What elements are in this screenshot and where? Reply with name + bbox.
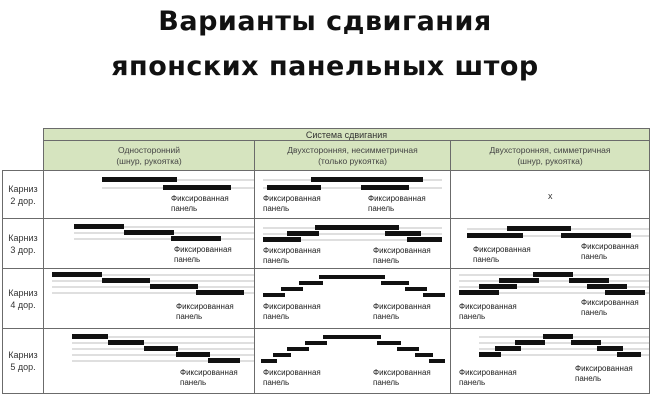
row-label-line-2: 4 дор. xyxy=(10,299,36,310)
fixed-panel-label: панель xyxy=(263,256,289,265)
table-corner xyxy=(2,128,44,171)
fixed-panel-label: панель xyxy=(263,312,289,321)
column-header-subtitle: (шнур, рукоятка) xyxy=(116,155,182,166)
panel-diagram: Фиксированная панель Фиксированная панел… xyxy=(263,275,445,321)
column-header-subtitle: (только рукоятка) xyxy=(318,155,387,166)
page-title-line-1: Варианты сдвигания xyxy=(158,6,492,37)
fixed-panel-label: Фиксированная xyxy=(459,368,517,377)
sliding-systems-table: Система сдвигания Односторонний (шнур, р… xyxy=(2,128,650,394)
fixed-panel-label: панель xyxy=(180,378,206,387)
row-label-5-tracks: Карниз 5 дор. xyxy=(2,328,44,394)
panel-diagram: Фиксированная панель Фиксированная панел… xyxy=(261,335,445,387)
diagram-5-tracks-one-sided: Фиксированная панель xyxy=(43,328,255,394)
panel-diagram: Фиксированная панель Фиксированная панел… xyxy=(263,225,442,265)
not-available-mark: х xyxy=(548,191,553,201)
fixed-panel-label: Фиксированная xyxy=(263,246,321,255)
fixed-panel-label: панель xyxy=(174,255,200,264)
fixed-panel-label: панель xyxy=(581,252,607,261)
diagram-3-tracks-two-sided-symmetric: Фиксированная панель Фиксированная панел… xyxy=(450,218,650,269)
row-label-line-2: 5 дор. xyxy=(10,362,36,372)
fixed-panel-label: панель xyxy=(171,204,197,213)
group-header: Система сдвигания xyxy=(43,128,650,141)
panel-diagram: х xyxy=(548,191,553,201)
fixed-panel-label: панель xyxy=(459,312,485,321)
row-label-line-2: 2 дор. xyxy=(10,195,36,206)
fixed-panel-label: Фиксированная xyxy=(180,368,238,377)
row-label-line-1: Карниз xyxy=(8,287,38,298)
panel-diagram: Фиксированная панель xyxy=(52,272,254,321)
fixed-panel-label: панель xyxy=(176,312,202,321)
row-label-line-1: Карниз xyxy=(8,350,38,360)
fixed-panel-label: панель xyxy=(575,374,601,383)
page-title-line-2: японских панельных штор xyxy=(111,51,539,82)
column-header-two-sided-asymmetric: Двухсторонняя, несимметричная (только ру… xyxy=(254,140,451,171)
fixed-panel-label: панель xyxy=(263,204,289,213)
fixed-panel-label: Фиксированная xyxy=(373,302,431,311)
row-label-2-tracks: Карниз 2 дор. xyxy=(2,170,44,219)
fixed-panel-label: панель xyxy=(263,378,289,387)
column-header-title: Двухсторонняя, симметричная xyxy=(489,144,611,155)
fixed-panel-label: Фиксированная xyxy=(368,194,426,203)
diagram-3-tracks-one-sided: Фиксированная панель xyxy=(43,218,255,269)
panel-diagram: Фиксированная панель Фиксированная панел… xyxy=(263,177,442,213)
fixed-panel-label: Фиксированная xyxy=(174,245,232,254)
panel-diagram: Фиксированная панель Фиксированная панел… xyxy=(467,226,649,264)
fixed-panel-label: Фиксированная xyxy=(575,364,633,373)
diagram-3-tracks-two-sided-asymmetric: Фиксированная панель Фиксированная панел… xyxy=(254,218,451,269)
fixed-panel-label: панель xyxy=(581,308,607,317)
panel-diagram: Фиксированная панель xyxy=(102,177,254,213)
fixed-panel-label: Фиксированная xyxy=(263,368,321,377)
fixed-panel-label: Фиксированная xyxy=(176,302,234,311)
fixed-panel-label: панель xyxy=(373,312,399,321)
fixed-panel-label: Фиксированная xyxy=(373,368,431,377)
column-header-title: Двухсторонняя, несимметричная xyxy=(287,144,418,155)
row-label-3-tracks: Карниз 3 дор. xyxy=(2,218,44,269)
panel-diagram: Фиксированная панель xyxy=(72,334,254,387)
diagram-2-tracks-two-sided-asymmetric: Фиксированная панель Фиксированная панел… xyxy=(254,170,451,219)
fixed-panel-label: Фиксированная xyxy=(171,194,229,203)
diagram-5-tracks-two-sided-asymmetric: Фиксированная панель Фиксированная панел… xyxy=(254,328,451,394)
fixed-panel-label: панель xyxy=(459,378,485,387)
row-label-4-tracks: Карниз 4 дор. xyxy=(2,268,44,329)
diagram-4-tracks-one-sided: Фиксированная панель xyxy=(43,268,255,329)
fixed-panel-label: Фиксированная xyxy=(263,302,321,311)
column-header-one-sided: Односторонний (шнур, рукоятка) xyxy=(43,140,255,171)
panel-diagram: Фиксированная панель xyxy=(74,224,254,264)
column-header-title: Односторонний xyxy=(118,144,180,155)
row-label-line-1: Карниз xyxy=(8,232,38,243)
fixed-panel-label: панель xyxy=(373,378,399,387)
column-header-subtitle: (шнур, рукоятка) xyxy=(517,155,583,166)
fixed-panel-label: Фиксированная xyxy=(459,302,517,311)
diagram-4-tracks-two-sided-asymmetric: Фиксированная панель Фиксированная панел… xyxy=(254,268,451,329)
diagram-4-tracks-two-sided-symmetric: Фиксированная панель Фиксированная панел… xyxy=(450,268,650,329)
fixed-panel-label: Фиксированная xyxy=(473,245,531,254)
diagram-2-tracks-two-sided-symmetric: х xyxy=(450,170,650,219)
fixed-panel-label: панель xyxy=(473,255,499,264)
diagram-5-tracks-two-sided-symmetric: Фиксированная панель Фиксированная панел… xyxy=(450,328,650,394)
diagram-2-tracks-one-sided: Фиксированная панель xyxy=(43,170,255,219)
row-label-line-2: 3 дор. xyxy=(10,244,36,255)
fixed-panel-label: Фиксированная xyxy=(373,246,431,255)
fixed-panel-label: панель xyxy=(368,204,394,213)
fixed-panel-label: Фиксированная xyxy=(581,242,639,251)
panel-diagram: Фиксированная панель Фиксированная панел… xyxy=(459,272,649,321)
column-header-two-sided-symmetric: Двухсторонняя, симметричная (шнур, рукоя… xyxy=(450,140,650,171)
fixed-panel-label: Фиксированная xyxy=(263,194,321,203)
row-label-line-1: Карниз xyxy=(8,183,38,194)
panel-diagram: Фиксированная панель Фиксированная панел… xyxy=(459,334,649,387)
fixed-panel-label: панель xyxy=(373,256,399,265)
fixed-panel-label: Фиксированная xyxy=(581,298,639,307)
